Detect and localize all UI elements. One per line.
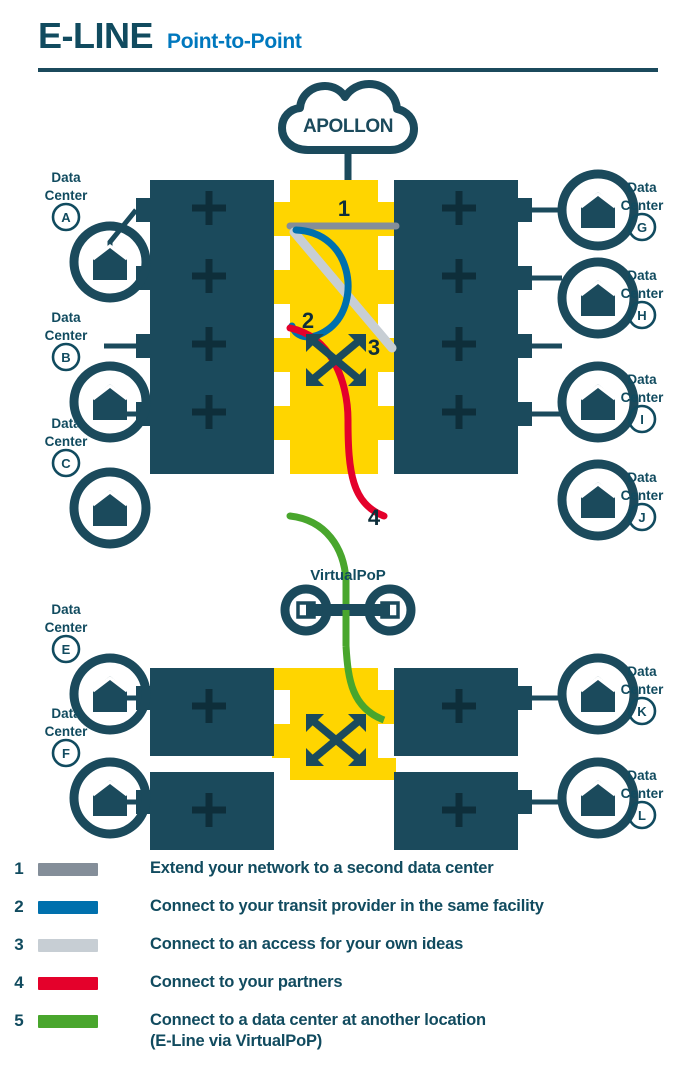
- title-row: E-LINE Point-to-Point: [38, 18, 302, 54]
- facility-core-lower: [272, 668, 396, 780]
- dc-badge-i: I: [640, 412, 644, 427]
- dc-label-l-line2: Center: [621, 786, 665, 801]
- legend-swatch: [38, 901, 98, 914]
- legend-number: 5: [14, 1011, 24, 1030]
- dc-label-c-line2: Center: [45, 434, 89, 449]
- legend-number: 3: [14, 935, 24, 954]
- page-subtitle: Point-to-Point: [167, 30, 302, 53]
- legend-row: 2 Connect to your transit provider in th…: [0, 896, 696, 920]
- legend-label: Connect to an access for your own ideas: [150, 935, 464, 953]
- dc-label-f-line1: Data: [51, 706, 81, 721]
- line-5-virtualpop-lower: [342, 645, 386, 724]
- legend-label-line1: Connect to a data center at another loca…: [150, 1011, 486, 1029]
- dc-label-a-line2: Center: [45, 188, 89, 203]
- legend-swatch: [38, 939, 98, 952]
- line-label-3: 3: [368, 335, 380, 360]
- dc-badge-k: K: [637, 704, 647, 719]
- data-center-right-j[interactable]: Data Center J: [557, 459, 665, 541]
- dc-badge-a: A: [61, 210, 71, 225]
- data-center-right-i[interactable]: Data Center I: [557, 361, 665, 443]
- dc-label-b-line1: Data: [51, 310, 81, 325]
- dc-label-g-line2: Center: [621, 198, 665, 213]
- dc-label-h-line2: Center: [621, 286, 665, 301]
- legend-label: Connect to your partners: [150, 973, 343, 991]
- dc-badge-c: C: [61, 456, 71, 471]
- dc-badge-h: H: [637, 308, 646, 323]
- cloud-label: APOLLON: [303, 116, 393, 137]
- dc-label-k-line2: Center: [621, 682, 665, 697]
- dc-label-h-line1: Data: [627, 268, 657, 283]
- line-label-2: 2: [302, 308, 314, 333]
- legend-row: 3 Connect to an access for your own idea…: [0, 934, 696, 958]
- lower-facility: [104, 645, 562, 850]
- dc-label-l-line1: Data: [627, 768, 657, 783]
- legend-row: 4 Connect to your partners: [0, 972, 696, 996]
- header-divider: [38, 68, 658, 72]
- dc-label-i-line1: Data: [627, 372, 657, 387]
- dc-label-e-line1: Data: [51, 602, 81, 617]
- dc-badge-f: F: [62, 746, 70, 761]
- dc-label-b-line2: Center: [45, 328, 89, 343]
- legend-row: 5 Connect to a data center at another lo…: [0, 1010, 696, 1052]
- dc-label-f-line2: Center: [45, 724, 89, 739]
- line-3-open-access: [289, 227, 397, 353]
- data-center-left-f[interactable]: Data Center F: [45, 706, 151, 839]
- dc-label-i-line2: Center: [621, 390, 665, 405]
- dc-badge-e: E: [62, 642, 71, 657]
- legend-label-line2: (E-Line via VirtualPoP): [150, 1032, 323, 1050]
- dc-badge-l: L: [638, 808, 646, 823]
- dc-badge-g: G: [637, 220, 647, 235]
- line-2-transit-provider: [288, 226, 352, 341]
- legend-swatch: [38, 1015, 98, 1028]
- data-center-right-k[interactable]: Data Center K: [557, 653, 665, 735]
- dc-label-j-line2: Center: [621, 488, 665, 503]
- network-diagram: APOLLON: [0, 80, 696, 850]
- dc-label-k-line1: Data: [627, 664, 657, 679]
- dc-label-g-line1: Data: [627, 180, 657, 195]
- data-center-right-l[interactable]: Data Center L: [557, 757, 665, 839]
- data-center-left-e[interactable]: Data Center E: [45, 602, 151, 735]
- cabinet-column-right-upper: [394, 180, 532, 474]
- legend-swatch: [38, 977, 98, 990]
- dc-label-j-line1: Data: [627, 470, 657, 485]
- dc-label-c-line1: Data: [51, 416, 81, 431]
- dc-badge-j: J: [638, 510, 645, 525]
- legend-number: 1: [14, 859, 24, 878]
- legend-label: Connect to your transit provider in the …: [150, 897, 544, 915]
- data-center-left-b[interactable]: Data Center B: [45, 310, 151, 443]
- line-label-4: 4: [368, 505, 381, 530]
- cabinet-column-left-lower: [136, 668, 274, 850]
- data-center-left-a[interactable]: Data Center A: [45, 170, 151, 303]
- virtualpop-node: VirtualPoP: [285, 567, 411, 646]
- legend: 1 Extend your network to a second data c…: [0, 858, 696, 1066]
- legend-label: Connect to a data center at another loca…: [150, 1010, 696, 1052]
- data-center-left-c[interactable]: Data Center C: [45, 416, 151, 549]
- cabinet-column-left-upper: [136, 180, 274, 474]
- legend-label: Extend your network to a second data cen…: [150, 859, 494, 877]
- line-5-virtualpop-upper: [286, 512, 350, 584]
- line-label-1: 1: [338, 196, 350, 221]
- legend-number: 2: [14, 897, 24, 916]
- dc-label-e-line2: Center: [45, 620, 89, 635]
- data-center-right-h[interactable]: Data Center H: [557, 257, 665, 339]
- dc-label-a-line1: Data: [51, 170, 81, 185]
- apollon-cloud: APOLLON: [278, 80, 418, 180]
- page-header: E-LINE Point-to-Point: [0, 0, 696, 80]
- legend-number: 4: [14, 973, 24, 992]
- cabinet-column-right-lower: [394, 668, 532, 850]
- data-center-right-g[interactable]: Data Center G: [557, 169, 665, 251]
- legend-swatch: [38, 863, 98, 876]
- legend-row: 1 Extend your network to a second data c…: [0, 858, 696, 882]
- virtualpop-label: VirtualPoP: [310, 567, 386, 584]
- dc-badge-b: B: [61, 350, 70, 365]
- page-title: E-LINE: [38, 15, 154, 56]
